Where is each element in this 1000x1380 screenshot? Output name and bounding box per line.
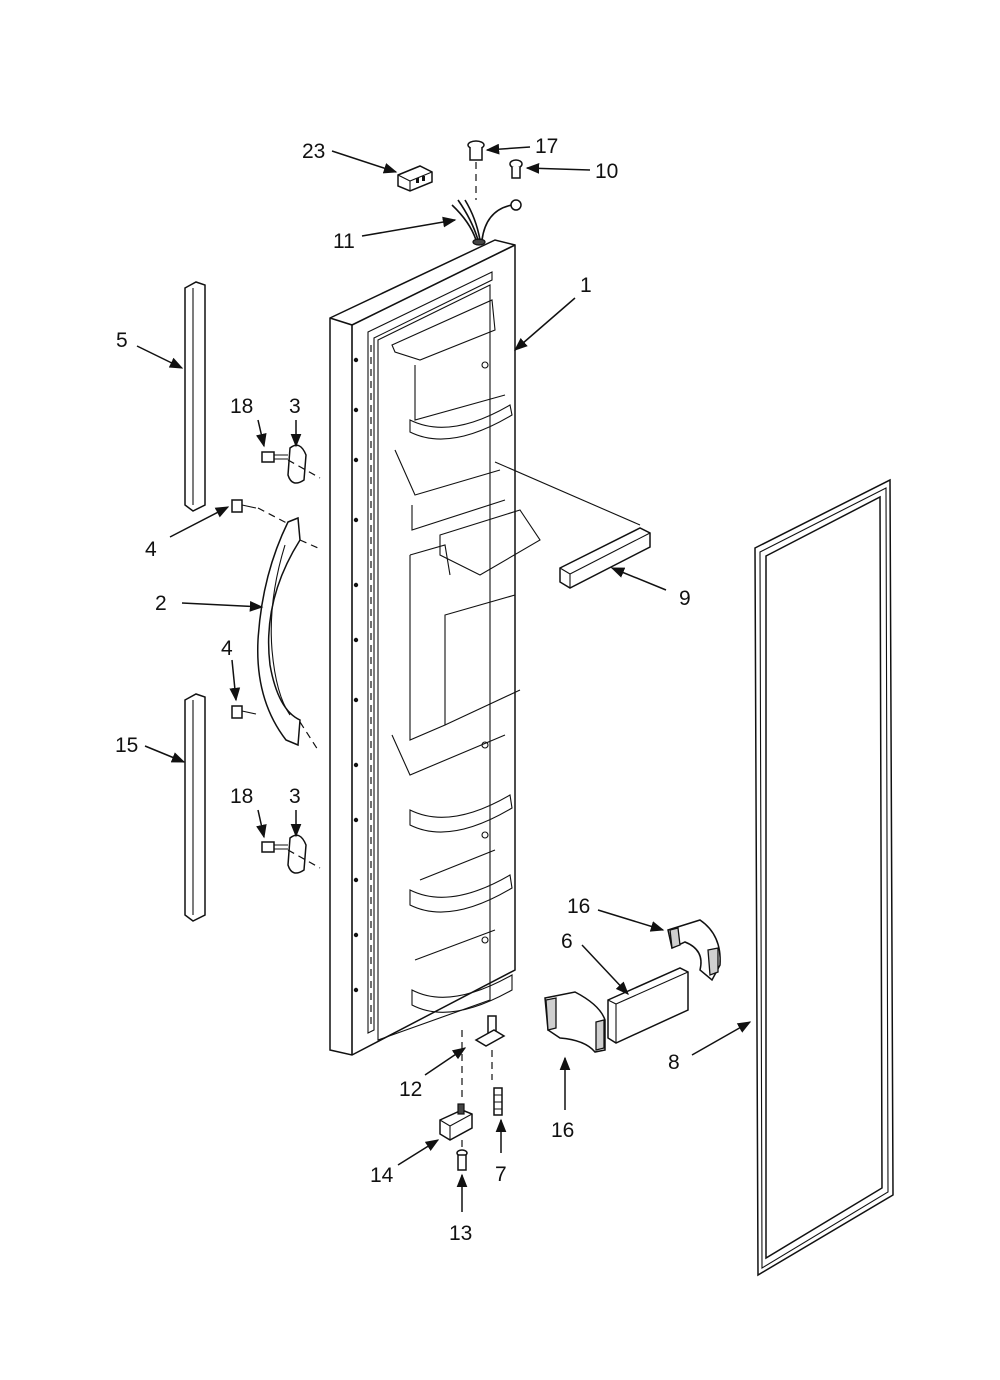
lower-handle-screw bbox=[231, 705, 257, 719]
callout-5: 5 bbox=[116, 329, 128, 352]
callout-13: 13 bbox=[449, 1222, 472, 1245]
callout-11: 11 bbox=[333, 230, 355, 253]
top-screw bbox=[509, 159, 523, 179]
hinge-screw bbox=[493, 1087, 503, 1116]
upper-handle-mount bbox=[261, 444, 321, 484]
door-handle bbox=[256, 516, 319, 751]
callout-labels: 23 17 10 11 1 5 18 3 4 2 4 15 18 3 9 16 … bbox=[115, 135, 691, 1245]
callout-4b: 4 bbox=[221, 637, 233, 660]
hinge-cover-upper bbox=[667, 919, 721, 982]
callout-18b: 18 bbox=[230, 785, 253, 808]
callout-6: 6 bbox=[561, 930, 573, 953]
callout-15: 15 bbox=[115, 734, 138, 757]
hinge-trim bbox=[607, 967, 689, 1044]
hinge-cover-lower bbox=[544, 991, 606, 1053]
callout-18a: 18 bbox=[230, 395, 253, 418]
callout-2: 2 bbox=[155, 592, 167, 615]
door-assembly bbox=[329, 238, 541, 1056]
shelf-trim bbox=[494, 461, 651, 589]
callout-16b: 16 bbox=[551, 1119, 574, 1142]
wire-harness bbox=[451, 199, 522, 241]
callout-1: 1 bbox=[580, 274, 592, 297]
lower-handle-mount bbox=[261, 834, 321, 874]
callout-9: 9 bbox=[679, 587, 691, 610]
door-gasket bbox=[754, 478, 894, 1277]
callout-4a: 4 bbox=[145, 538, 157, 561]
door-screw-holes bbox=[353, 357, 359, 993]
callout-10: 10 bbox=[595, 160, 618, 183]
callout-12: 12 bbox=[399, 1078, 422, 1101]
callout-3b: 3 bbox=[289, 785, 301, 808]
callout-8: 8 bbox=[668, 1051, 680, 1074]
callout-arrows bbox=[136, 143, 752, 1212]
hinge-pin bbox=[474, 1015, 506, 1080]
bracket-screw bbox=[456, 1149, 468, 1171]
bottom-trim-strip bbox=[184, 693, 206, 922]
callout-14: 14 bbox=[370, 1164, 394, 1187]
hinge-bracket bbox=[439, 1030, 473, 1150]
callout-16a: 16 bbox=[567, 895, 590, 918]
light-socket bbox=[467, 140, 485, 200]
wire-connector bbox=[397, 165, 433, 192]
callout-23: 23 bbox=[302, 140, 325, 163]
callout-17: 17 bbox=[535, 135, 558, 158]
callout-7: 7 bbox=[495, 1163, 507, 1186]
callout-3a: 3 bbox=[289, 395, 301, 418]
top-trim-strip bbox=[184, 281, 206, 512]
